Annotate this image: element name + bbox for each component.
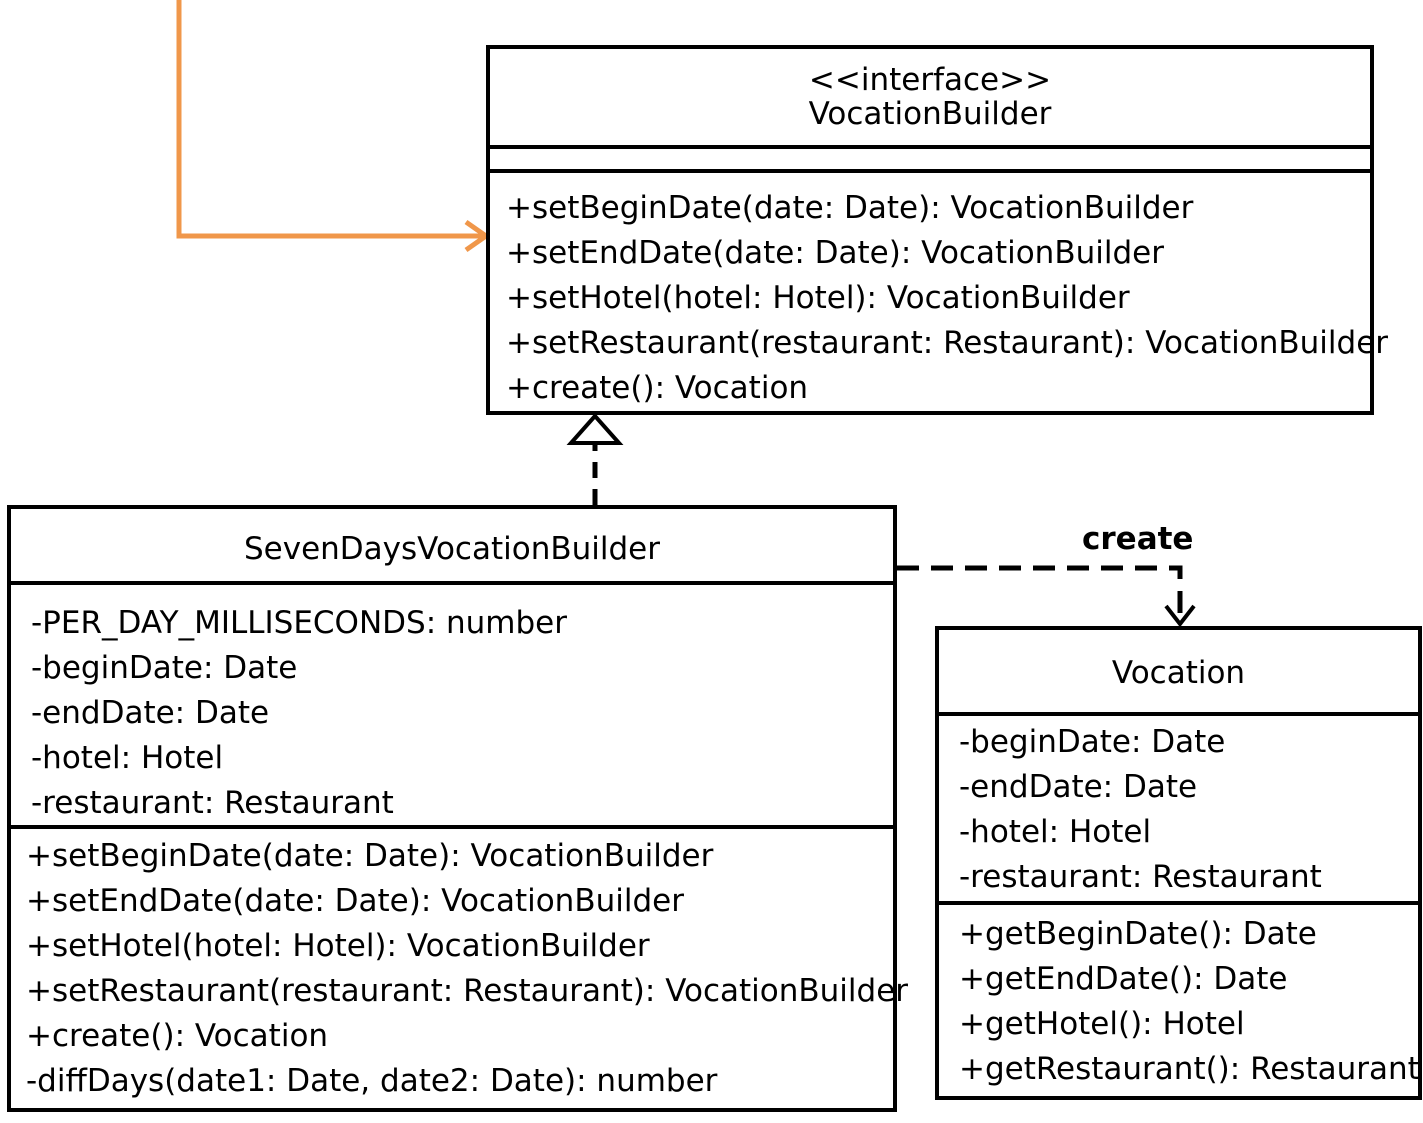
attribute: -beginDate: Date [31,650,298,686]
create-dependency-arrowhead [1164,604,1196,628]
vocation-name: Vocation [1111,655,1246,691]
operation: +setRestaurant(restaurant: Restaurant): … [26,973,909,1009]
attribute: -beginDate: Date [959,724,1226,760]
attribute: -PER_DAY_MILLISECONDS: number [31,605,567,641]
attribute: -hotel: Hotel [31,740,224,776]
vocation-builder-attributes [490,145,1370,169]
operation: +create(): Vocation [506,370,809,406]
attribute: -hotel: Hotel [959,814,1152,850]
operation: +setEndDate(date: Date): VocationBuilder [506,235,1164,271]
attribute: -endDate: Date [959,769,1198,805]
operation: +getEndDate(): Date [959,961,1288,997]
realization-triangle-head [566,412,624,445]
operation: +setHotel(hotel: Hotel): VocationBuilder [506,280,1130,316]
operation: +getBeginDate(): Date [959,916,1317,952]
operation: +getHotel(): Hotel [959,1006,1245,1042]
create-relation-label: create [1082,521,1194,557]
vocation-class-box[interactable]: Vocation -beginDate: Date -endDate: Date… [935,626,1422,1100]
attribute: -endDate: Date [31,695,270,731]
vocation-builder-header: <<interface>> VocationBuilder [490,49,1370,145]
seven-days-builder-class-box[interactable]: SevenDaysVocationBuilder -PER_DAY_MILLIS… [7,505,909,1112]
operation: +setHotel(hotel: Hotel): VocationBuilder [26,928,650,964]
vocation-operations: +getBeginDate(): Date +getEndDate(): Dat… [939,901,1420,1092]
operation: -diffDays(date1: Date, date2: Date): num… [26,1063,718,1099]
seven-days-builder-attributes: -PER_DAY_MILLISECONDS: number -beginDate… [11,581,893,825]
operation: +create(): Vocation [26,1018,329,1054]
seven-days-builder-operations: +setBeginDate(date: Date): VocationBuild… [11,825,909,1104]
client-association-line [176,0,484,239]
operation: +setEndDate(date: Date): VocationBuilder [26,883,684,919]
operation: +setBeginDate(date: Date): VocationBuild… [26,838,714,874]
attribute: -restaurant: Restaurant [31,785,394,821]
create-dependency-line [897,565,1183,622]
interface-stereotype: <<interface>> [808,62,1052,98]
vocation-builder-operations: +setBeginDate(date: Date): VocationBuild… [490,169,1389,411]
vocation-builder-interface-box[interactable]: <<interface>> VocationBuilder +setBeginD… [486,45,1389,415]
seven-days-builder-name: SevenDaysVocationBuilder [243,531,660,567]
vocation-builder-name: VocationBuilder [808,96,1052,132]
attribute: -restaurant: Restaurant [959,859,1322,895]
vocation-attributes: -beginDate: Date -endDate: Date -hotel: … [939,712,1418,901]
operation: +getRestaurant(): Restaurant [959,1051,1420,1087]
operation: +setBeginDate(date: Date): VocationBuild… [506,190,1194,226]
operation: +setRestaurant(restaurant: Restaurant): … [506,325,1389,361]
